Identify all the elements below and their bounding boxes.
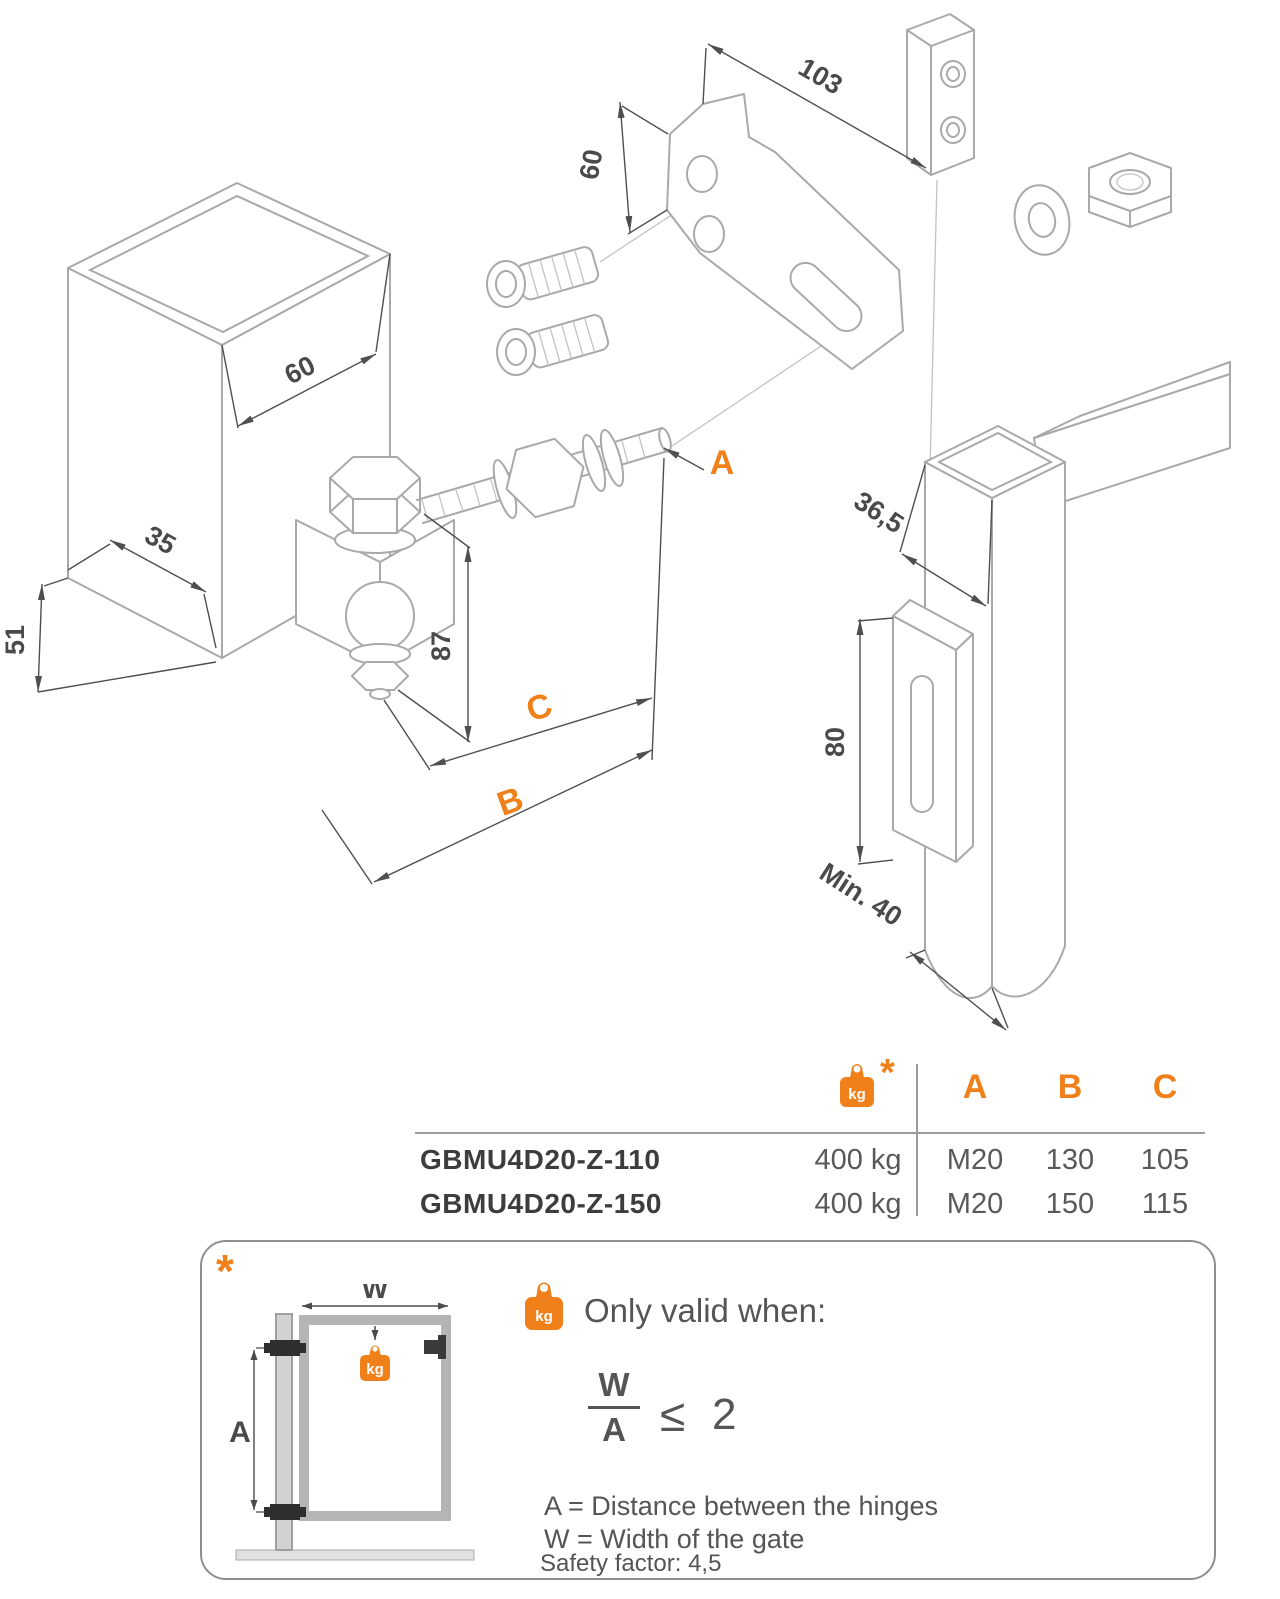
value-a: M20 [946,1188,1004,1220]
post-top-rim-inner [87,194,371,334]
hex-bolt-head [329,456,421,534]
max-weight: 400 kg [814,1188,902,1220]
dimension-lines [35,43,1009,1031]
exploded-hinge-drawing: 103 60 60 35 51 87 36,5 80 Min. 40 A C B [0,13,1231,1031]
gate-tube-opening-inner [936,431,1054,492]
max-weight: 400 kg [814,1144,902,1176]
weight-kg-icon: kg [525,1282,563,1330]
dim-label-103: 103 [793,52,847,101]
table-column-divider [916,1064,918,1216]
value-b: 130 [1045,1144,1095,1176]
socket-screw-1 [486,246,600,308]
note-title: Only valid when: [584,1292,827,1329]
bracket-hole-1 [686,155,718,193]
model-name: GBMU4D20-Z-150 [420,1188,662,1219]
slot-hole [910,675,934,813]
gate-frame-tube [924,361,1231,1000]
legend-line-w: W = Width of the gate [544,1524,805,1554]
note-legend: A = Distance between the hinges W = Widt… [544,1490,938,1556]
rod-washer-right-1 [581,434,607,492]
slot-plate [892,599,974,863]
table-header-col-b: B [1057,1068,1083,1106]
dim-label-c: C [521,686,557,730]
ratio-operator: ≤ [660,1389,686,1441]
dim-label-60-bracket: 60 [574,147,609,182]
latch-icon [424,1335,446,1359]
gate-schematic: W A [230,1284,475,1561]
rod-washer-right-2 [599,429,625,487]
safety-factor: Safety factor: 4,5 [540,1550,722,1577]
backing-plate [906,13,975,176]
ratio-value: 2 [712,1390,737,1439]
gate-leaf-frame [299,1315,451,1521]
weight-kg-icon: kg [840,1064,874,1107]
note-star: * [216,1245,234,1297]
weight-kg-icon: kg [360,1345,390,1381]
gate-arm-top-face [1033,361,1231,439]
table-header-col-c: C [1152,1068,1178,1106]
washer [1013,184,1071,256]
table-header-rule [415,1132,1205,1134]
ground [235,1549,475,1561]
table-header-star: * [880,1052,895,1094]
kg-icon-label: kg [366,1361,384,1378]
ratio-numerator: W [588,1366,640,1409]
value-b: 150 [1045,1188,1095,1220]
socket-hex-1 [495,270,517,298]
dim-label-87: 87 [426,631,456,661]
value-a: M20 [946,1144,1004,1176]
hinge-symbol-bottom [264,1504,306,1520]
hinge-assembly [295,427,672,700]
value-c: 115 [1141,1188,1189,1220]
value-c: 105 [1140,1144,1190,1176]
socket-screw-2 [496,314,610,376]
ratio-denominator: A [602,1411,626,1448]
gate-tube-opening [924,425,1066,499]
model-name: GBMU4D20-Z-110 [420,1144,661,1175]
table-header-col-a: A [962,1068,988,1106]
lower-nut [351,661,409,691]
stud-tip [369,688,391,700]
dim-label-min40: Min. 40 [814,857,907,932]
gate-width-label: W [362,1284,389,1304]
bracket-hole-2 [693,215,725,253]
gate-tube-right-face [991,461,1066,998]
kg-icon-label: kg [848,1086,866,1103]
gate-height-label: A [230,1416,251,1449]
dim-label-51: 51 [0,625,30,655]
dim-label-a: A [710,444,735,482]
hinge-symbol-top [264,1340,306,1356]
a-dim-ext [256,1347,276,1513]
dim-label-80: 80 [820,727,850,757]
legend-line-a: A = Distance between the hinges [544,1491,939,1521]
kg-icon-label: kg [535,1308,553,1325]
ball-joint [345,581,415,651]
socket-hex-2 [505,338,527,366]
validity-note-box: * W A [200,1240,1216,1580]
dim-label-36-5: 36,5 [849,486,909,540]
adjust-nut [505,437,585,519]
dim-label-b: B [492,780,528,824]
bracket-slot [789,261,863,333]
gate-post [275,1313,293,1551]
hex-nut [1088,152,1172,228]
ratio-fraction: W A [588,1366,640,1449]
